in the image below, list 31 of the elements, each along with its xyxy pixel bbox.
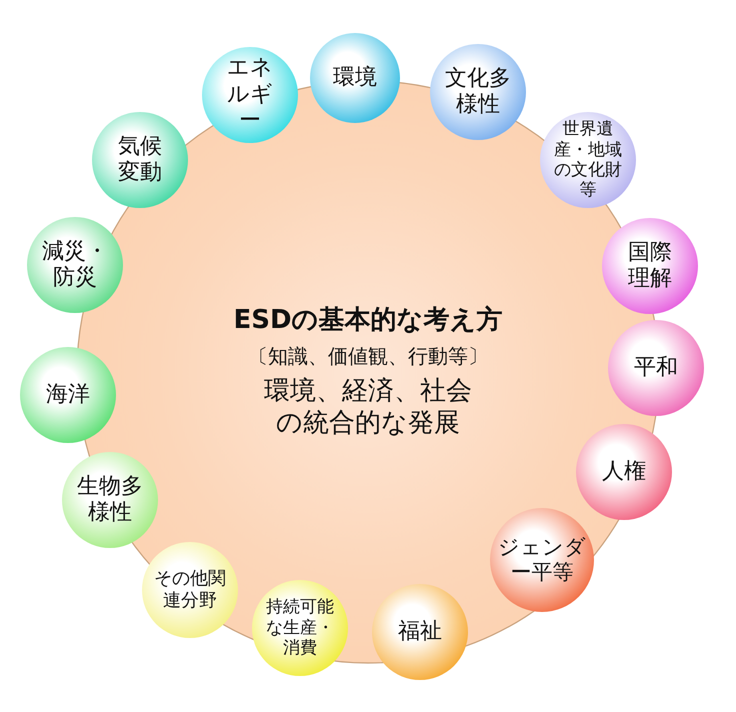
topic-label: 文化多様性 — [445, 66, 511, 118]
topic-label: エネルギー — [226, 55, 274, 135]
topic-label: 減災・防災 — [42, 238, 108, 292]
subheading-text: 〔知識、価値観、行動等〕 — [248, 344, 488, 368]
topic-circle — [202, 47, 298, 143]
topic-label: 世界遺産・地域の文化財等 — [554, 119, 622, 201]
topic-label: 人権 — [602, 458, 646, 486]
topic-label: 海洋 — [46, 382, 90, 408]
topic-label: 環境 — [333, 64, 377, 92]
topic-circle — [62, 452, 158, 548]
topic-label: 平和 — [634, 354, 678, 382]
topic-label: 国際理解 — [628, 240, 672, 292]
topic-circle — [430, 44, 526, 140]
topic-circle — [602, 218, 698, 314]
topic-label: 生物多様性 — [77, 474, 143, 526]
heading-text: ESDの基本的な考え方 — [233, 305, 503, 336]
topic-circle — [576, 424, 672, 520]
topic-label: ジェンダー平等 — [497, 534, 587, 586]
topic-circle — [252, 580, 348, 676]
topic-label: 持続可能な生産・消費 — [266, 597, 334, 659]
topic-circle — [92, 112, 188, 208]
topic-circle — [20, 347, 116, 443]
topic-label: その他関連分野 — [154, 568, 226, 612]
topic-label: 福祉 — [398, 618, 442, 646]
topic-circle — [27, 217, 123, 313]
topic-circle — [310, 33, 400, 123]
body-text: 環境、経済、社会の統合的な発展 — [263, 376, 473, 439]
topic-circle — [608, 320, 704, 416]
topic-label: 気候変動 — [118, 134, 162, 186]
topic-circle — [540, 112, 636, 208]
topic-circle — [372, 584, 468, 680]
